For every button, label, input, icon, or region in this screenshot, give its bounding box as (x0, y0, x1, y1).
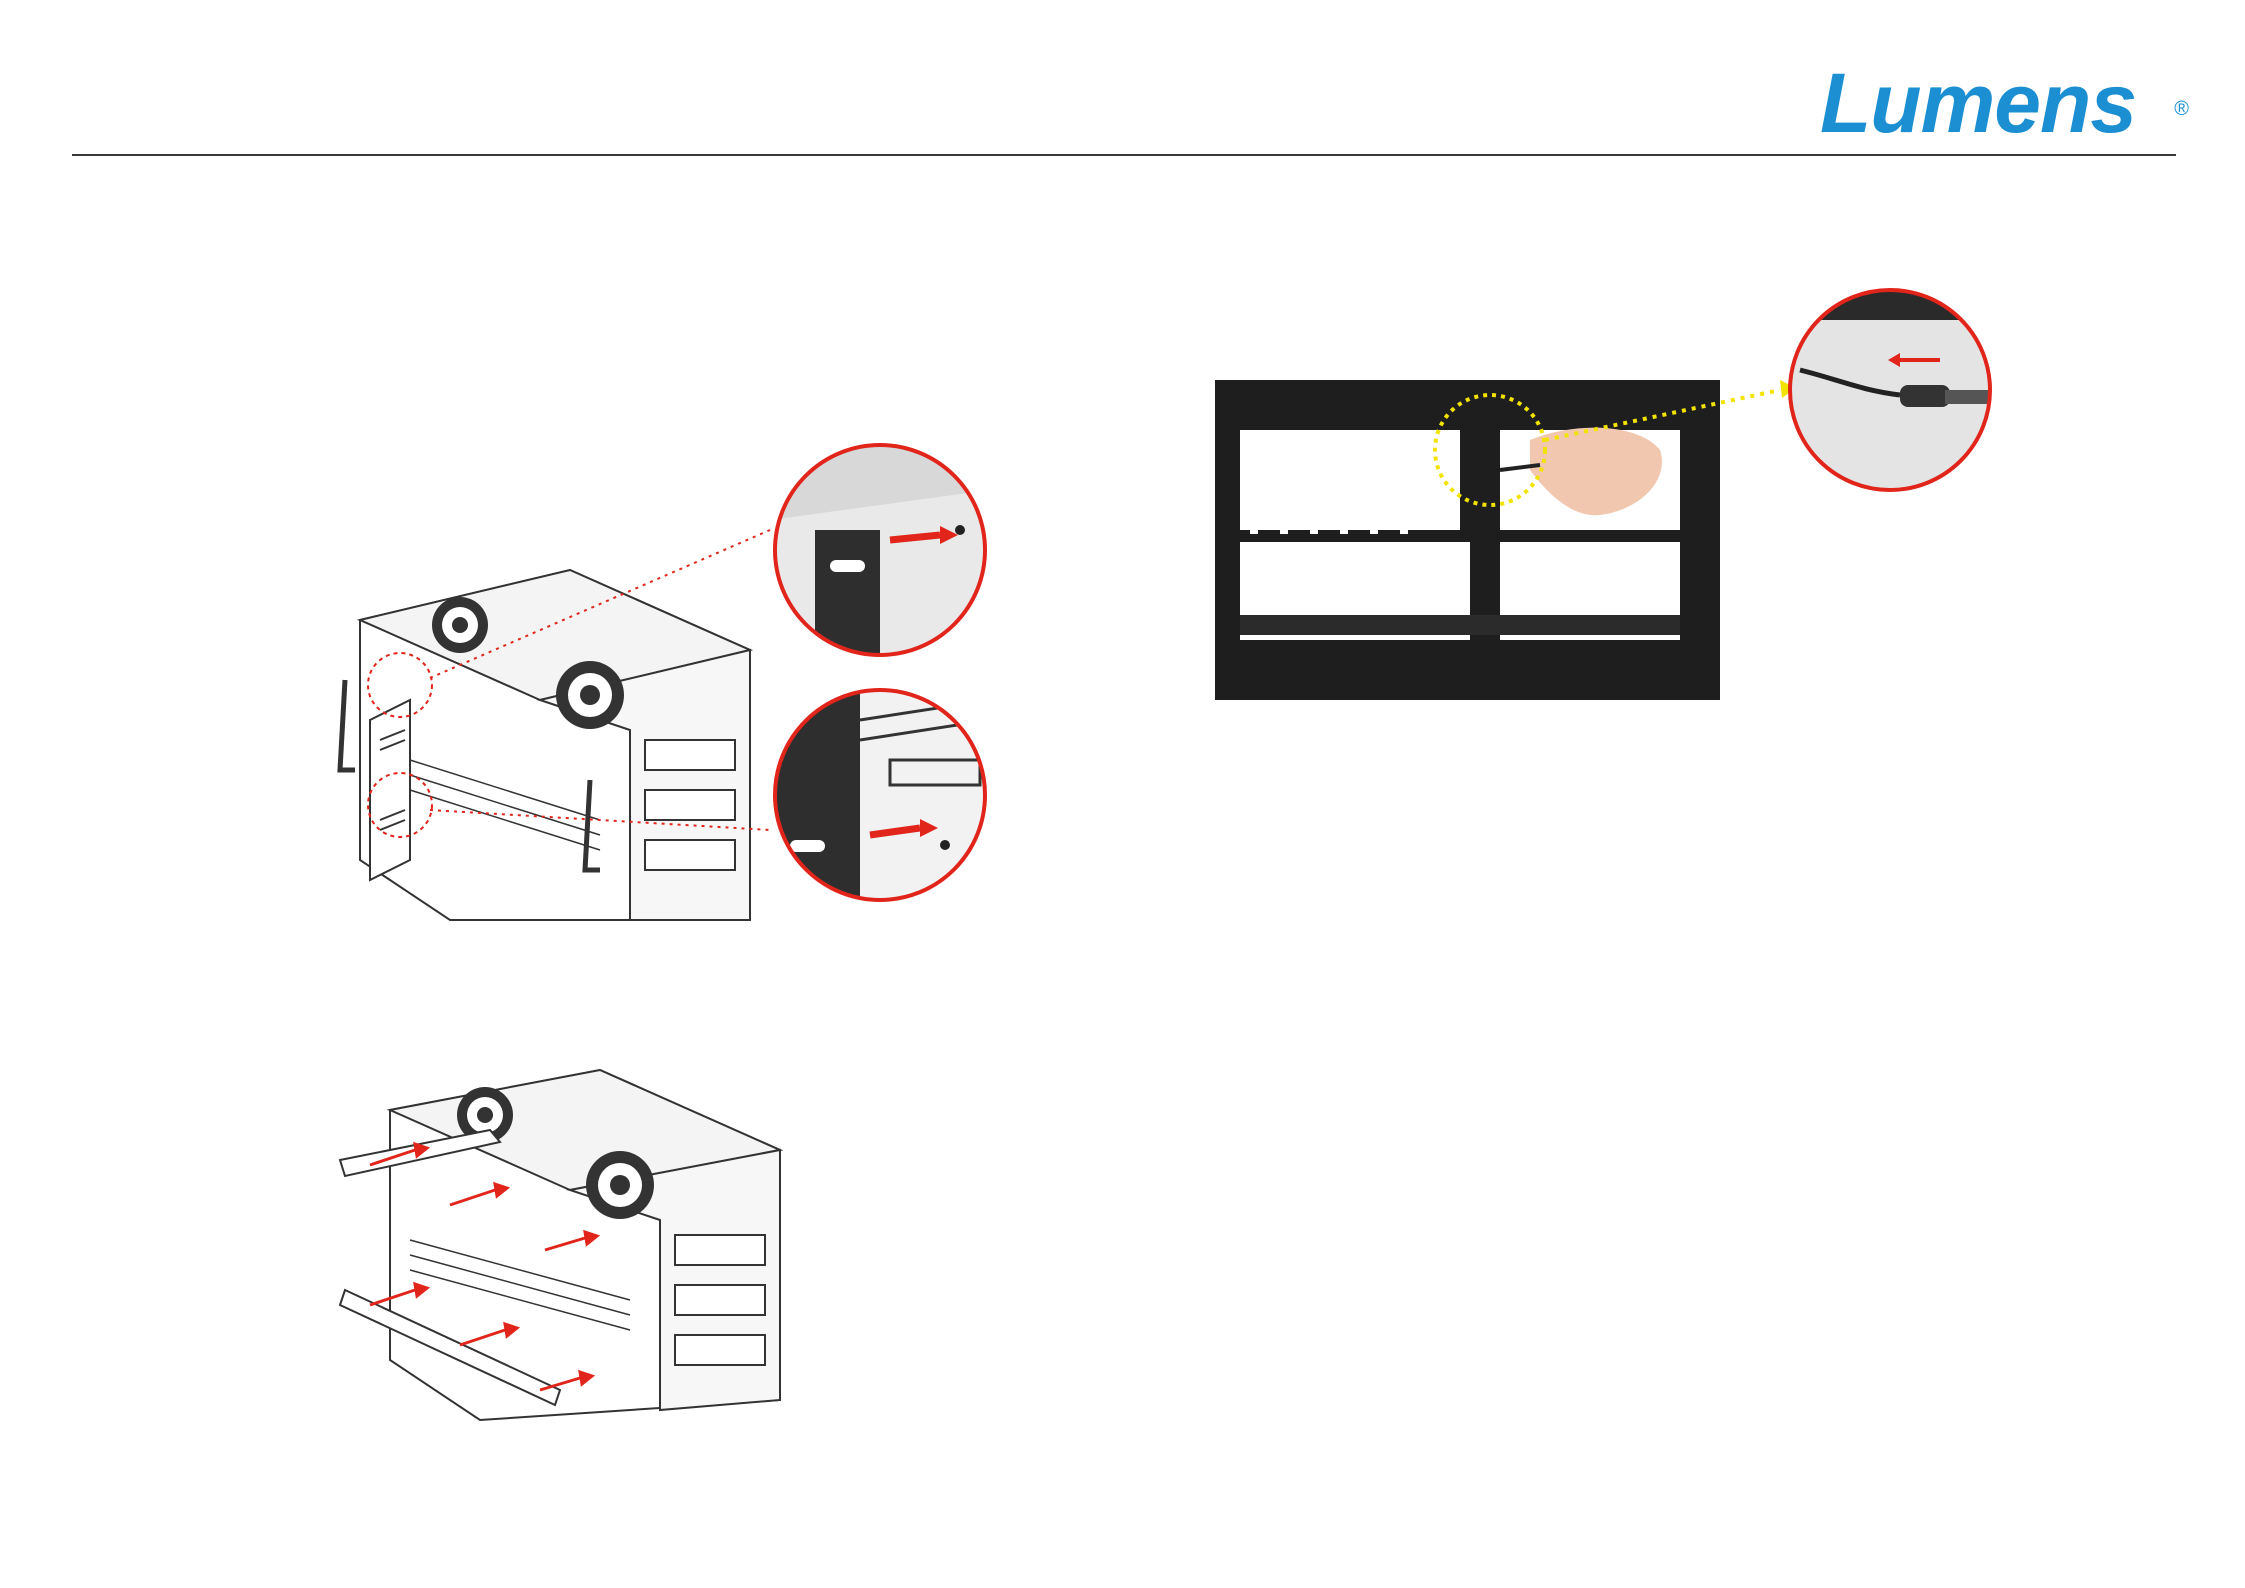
rack-handle (340, 680, 355, 770)
zoom-callout-top (770, 440, 990, 670)
rack-front-rails-install-illustration (300, 1060, 820, 1450)
rails-install-figure (300, 1060, 820, 1450)
zoom-callout-bottom (770, 685, 990, 910)
side-bracket (370, 700, 410, 880)
lumens-logo: Lumens ® (1820, 58, 2180, 148)
cable-connect-figure (1200, 280, 2000, 740)
rack-side-bracket-install-illustration (300, 440, 1000, 940)
registered-mark: ® (2174, 64, 2188, 154)
header-divider (72, 154, 2176, 156)
fan-icon (432, 597, 488, 653)
fan-icon (586, 1151, 654, 1219)
fan-icon (556, 661, 624, 729)
rack-cable-connect-photo (1200, 280, 2000, 740)
zoom-callout-connector (1790, 290, 1990, 490)
bracket-install-figure (300, 440, 1000, 940)
brand-wordmark: Lumens (1820, 56, 2136, 150)
